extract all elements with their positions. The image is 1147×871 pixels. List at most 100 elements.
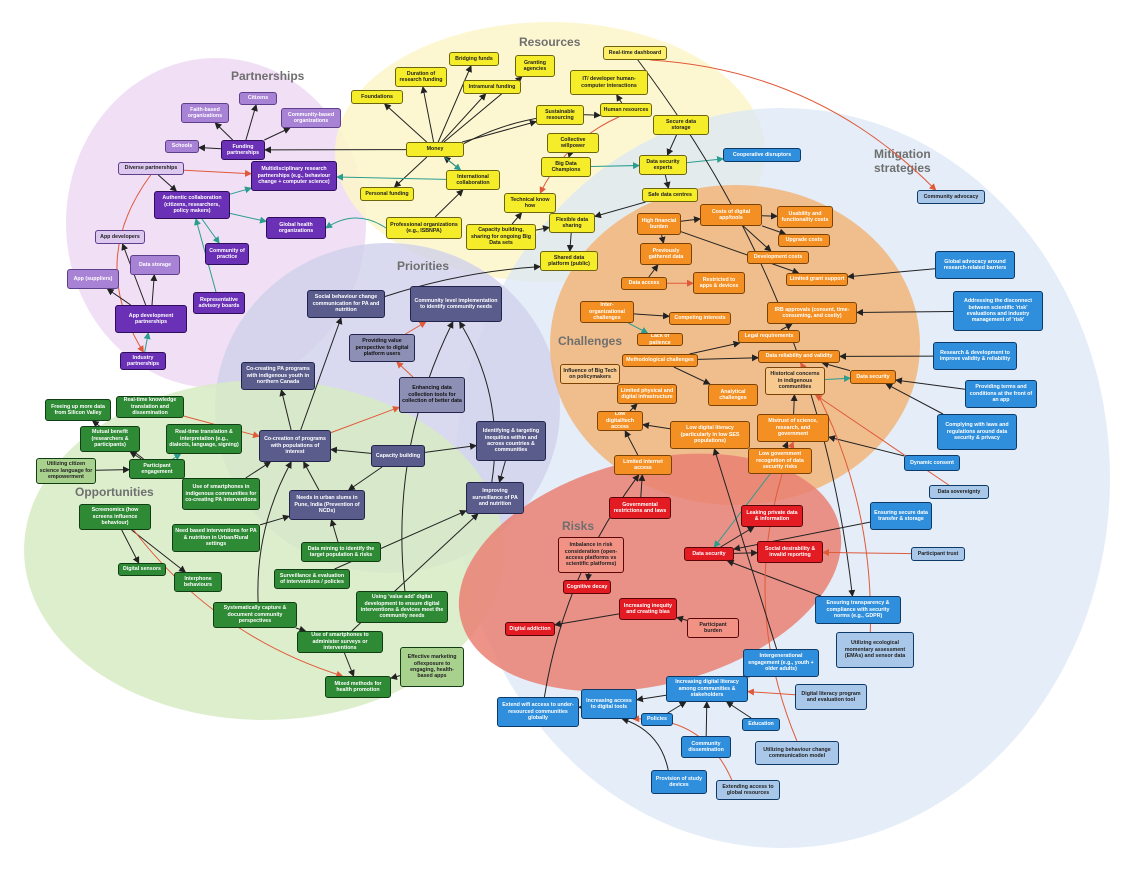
node-mutual-benefit[interactable]: Mutual benefit (researchers & participan… xyxy=(80,426,140,452)
node-value-add[interactable]: Using 'value add' digital development to… xyxy=(356,591,448,623)
node-need-based[interactable]: Need based interventions for PA & nutrit… xyxy=(172,524,260,552)
node-funding-partnerships[interactable]: Funding partnerships xyxy=(221,140,265,160)
node-data-access[interactable]: Data access xyxy=(621,277,667,290)
node-data-security-experts[interactable]: Data security experts xyxy=(639,155,687,175)
node-extend-internet[interactable]: Extend wifi access to under-resourced co… xyxy=(497,697,579,727)
node-systematically-capture[interactable]: Systematically capture & document commun… xyxy=(213,602,297,628)
node-shared-data-platform[interactable]: Shared data platform (public) xyxy=(540,251,598,271)
node-low-digital-tech[interactable]: Low digital/tech access xyxy=(597,411,643,431)
node-flexible-data-sharing[interactable]: Flexible data sharing xyxy=(549,213,595,233)
node-research-development[interactable]: Research & development to improve validi… xyxy=(933,342,1017,370)
node-safe-data-centres[interactable]: Safe data centres xyxy=(642,188,698,202)
node-mixed-methods[interactable]: Mixed methods for health promotion xyxy=(325,676,391,698)
node-costs-digital[interactable]: Costs of digital app/tools xyxy=(700,204,762,226)
node-low-recognition[interactable]: Low government recognition of data secur… xyxy=(748,448,812,474)
node-citizen-science[interactable]: Utilizing citizen science language for e… xyxy=(36,458,96,484)
node-analytical[interactable]: Analytical challenges xyxy=(708,384,758,406)
node-complying-laws[interactable]: Complying with laws and regulations arou… xyxy=(937,414,1017,450)
node-freeing-up-data[interactable]: Freeing up more data from Silicon Valley xyxy=(45,399,111,421)
node-technical-know-how[interactable]: Technical know how xyxy=(504,193,556,213)
node-inter-organizational[interactable]: Inter-organizational challenges xyxy=(580,301,634,323)
node-big-data-champions[interactable]: Big Data Champions xyxy=(541,157,591,177)
node-smartphones-indigenous[interactable]: Use of smartphones in indigenous communi… xyxy=(182,478,260,510)
node-money[interactable]: Money xyxy=(406,142,464,157)
node-participant-engagement[interactable]: Participant engagement xyxy=(129,459,185,479)
node-cocreation-programs[interactable]: Co-creation of programs with populations… xyxy=(259,430,331,462)
node-duration-research-funding[interactable]: Duration of research funding xyxy=(395,67,447,87)
node-app-suppliers[interactable]: App (suppliers) xyxy=(67,269,119,289)
node-cooperative-disruptors[interactable]: Cooperative disruptors xyxy=(723,148,801,162)
node-increasing-digital-literacy[interactable]: Increasing digital literacy among commun… xyxy=(666,676,748,702)
node-diverse-partnerships[interactable]: Diverse partnerships xyxy=(118,162,184,175)
node-upgrade-costs[interactable]: Upgrade costs xyxy=(778,234,830,247)
node-improving-surveillance[interactable]: Improving surveillance of PA and nutriti… xyxy=(466,482,524,514)
node-interphone[interactable]: Interphone behaviours xyxy=(174,572,222,592)
node-it-developer[interactable]: IT/ developer human-computer interaction… xyxy=(570,70,648,95)
node-data-reliability[interactable]: Data reliability and validity xyxy=(758,350,840,363)
node-irb-approvals[interactable]: IRB approvals (consent, time-consuming, … xyxy=(767,302,857,324)
node-representative-boards[interactable]: Representative advisory boards xyxy=(193,292,245,314)
node-real-time-knowledge[interactable]: Real-time knowledge translation and diss… xyxy=(116,396,184,418)
node-high-financial[interactable]: High financial burden xyxy=(637,213,681,235)
node-lack-patience[interactable]: Lack of patience xyxy=(637,333,683,346)
node-providing-terms[interactable]: Providing terms and conditions at the fr… xyxy=(965,380,1037,408)
node-ensuring-transparency[interactable]: Ensuring transparency & compliance with … xyxy=(815,596,901,624)
node-governmental-restrictions[interactable]: Governmental restrictions and laws xyxy=(609,497,671,519)
node-data-mining[interactable]: Data mining to identify the target popul… xyxy=(301,542,381,562)
node-real-time-dashboard[interactable]: Real-time dashboard xyxy=(603,46,667,60)
node-collective-willpower[interactable]: Collective willpower xyxy=(547,133,599,153)
node-usability-functionality[interactable]: Usability and functionality costs xyxy=(777,206,833,228)
node-capacity-building[interactable]: Capacity building xyxy=(371,445,425,467)
node-extending-global[interactable]: Extending access to global resources xyxy=(716,780,780,800)
node-participant-burden[interactable]: Participant burden xyxy=(687,618,739,638)
node-data-security-risk[interactable]: Data security xyxy=(684,547,734,561)
node-intramural-funding[interactable]: Intramural funding xyxy=(463,80,521,94)
node-addressing-disconnect[interactable]: Addressing the disconnect between scient… xyxy=(953,291,1043,331)
node-development-costs[interactable]: Development costs xyxy=(747,251,809,264)
node-global-advocacy[interactable]: Global advocacy around research-related … xyxy=(935,251,1015,279)
node-ecological-momentary[interactable]: Utilizing ecological momentary assessmen… xyxy=(836,632,914,668)
node-granting-agencies[interactable]: Granting agencies xyxy=(515,55,555,77)
node-identifying-targeting[interactable]: Identifying & targeting inequities withi… xyxy=(476,421,546,461)
node-real-time-translation[interactable]: Real-time translation & interpretation (… xyxy=(166,424,242,454)
node-digital-sensors[interactable]: Digital sensors xyxy=(118,563,166,576)
node-dynamic-consent[interactable]: Dynamic consent xyxy=(904,455,960,471)
node-methodological[interactable]: Methodological challenges xyxy=(622,354,698,367)
node-data-security-ch[interactable]: Data security xyxy=(850,370,896,384)
node-global-health-orgs[interactable]: Global health organizations xyxy=(266,217,326,239)
node-citizens[interactable]: Citizens xyxy=(239,92,277,105)
node-community-dissemination[interactable]: Community dissemination xyxy=(681,736,731,758)
node-app-dev-partnerships[interactable]: App development partnerships xyxy=(115,305,187,333)
node-previously-gathered[interactable]: Previously gathered data xyxy=(640,243,692,265)
node-multidisciplinary[interactable]: Multidisciplinary research partnerships … xyxy=(251,161,337,191)
node-imbalance-risk[interactable]: Imbalance in risk consideration (open-ac… xyxy=(558,537,624,573)
node-ensuring-secure-transfer[interactable]: Ensuring secure data transfer & storage xyxy=(870,502,932,530)
node-human-resources[interactable]: Human resources xyxy=(600,103,652,117)
node-industry-partnerships[interactable]: Industry partnerships xyxy=(120,352,166,370)
node-community-level[interactable]: Community level implementation to identi… xyxy=(410,286,502,322)
node-social-desirability[interactable]: Social desirability & invalid reporting xyxy=(757,541,823,563)
node-international-collaboration[interactable]: International collaboration xyxy=(446,170,500,190)
node-needs-urban-slums[interactable]: Needs in urban slums in Pune, India (Pre… xyxy=(289,490,365,520)
node-computing-interests[interactable]: Competing interests xyxy=(669,312,731,325)
node-mistrust[interactable]: Mistrust of science, research, and gover… xyxy=(757,414,829,442)
node-secure-data-storage[interactable]: Secure data storage xyxy=(653,115,709,135)
node-effective-marketing[interactable]: Effective marketing of/exposure to engag… xyxy=(400,647,464,687)
node-limited-grant[interactable]: Limited grant support xyxy=(786,273,848,286)
node-personal-funding[interactable]: Personal funding xyxy=(360,187,414,201)
node-provision-devices[interactable]: Provision of study devices xyxy=(651,770,707,794)
node-policies[interactable]: Policies xyxy=(641,713,673,726)
node-digital-literacy-program[interactable]: Digital literacy program and evaluation … xyxy=(795,684,867,710)
node-community-of-practice[interactable]: Community of practice xyxy=(205,243,249,265)
node-authentic-collaboration[interactable]: Authentic collaboration (citizens, resea… xyxy=(154,191,230,219)
node-capacity-building-sharing[interactable]: Capacity building, sharing for ongoing B… xyxy=(466,224,536,250)
node-participant-trust[interactable]: Participant trust xyxy=(911,547,965,561)
node-data-storage[interactable]: Data storage xyxy=(130,255,180,275)
node-enhancing-collection[interactable]: Enhancing data collection tools for coll… xyxy=(399,377,465,413)
node-surveillance-evaluation[interactable]: Surveillance & evaluation of interventio… xyxy=(274,569,350,589)
node-foundations[interactable]: Foundations xyxy=(351,90,403,104)
node-social-behaviour-comm[interactable]: Social behaviour change communication fo… xyxy=(307,290,385,318)
node-cognitive-decay[interactable]: Cognitive decay xyxy=(563,580,611,594)
node-restricted-apps[interactable]: Restricted to apps & devices xyxy=(693,272,745,294)
node-increasing-inequity[interactable]: Increasing inequity and creating bias xyxy=(619,598,677,620)
